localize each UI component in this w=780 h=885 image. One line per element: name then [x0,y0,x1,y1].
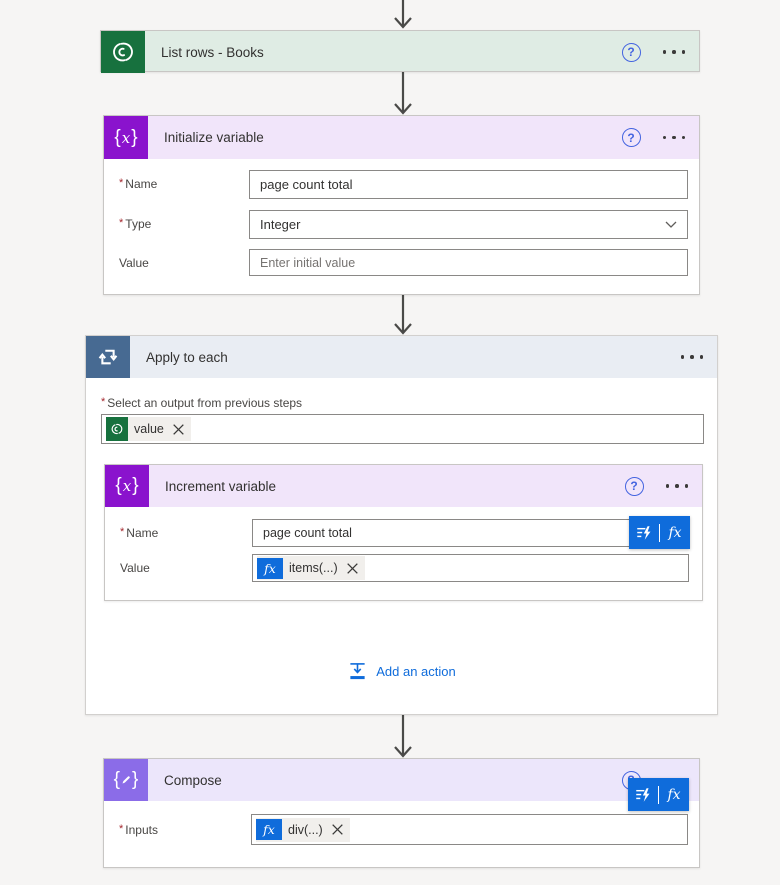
increment-variable-header[interactable]: {x} Increment variable ? [105,465,702,507]
select-output-input[interactable]: value [101,414,704,444]
scope-card-apply-to-each: Apply to each *Select an output from pre… [85,335,718,715]
variable-icon: {x} [105,465,149,507]
expression-token[interactable]: fx div(...) [256,817,350,842]
token-label: value [134,422,164,436]
insert-action-icon [350,663,365,680]
add-an-action-button[interactable]: Add an action [86,662,717,681]
type-field-label: *Type [119,217,152,231]
add-action-label: Add an action [376,664,456,679]
action-card-list-rows[interactable]: List rows - Books ? [100,30,700,73]
expression-button[interactable]: fx [659,778,689,811]
chevron-down-icon [665,221,677,228]
more-menu-icon[interactable] [679,351,706,363]
fx-icon: fx [256,819,282,840]
dynamic-content-button[interactable] [628,778,658,811]
fx-icon: fx [257,557,283,579]
token-label: items(...) [289,561,338,575]
select-output-label: *Select an output from previous steps [101,396,303,410]
connector-arrow [394,295,412,335]
compose-inputs-input[interactable]: fx div(...) [251,814,688,845]
help-icon[interactable]: ? [624,476,644,496]
variable-name-input[interactable] [249,170,688,199]
input-toolbar: fx [629,516,690,549]
inputs-field-label: *Inputs [119,823,158,837]
action-card-compose: { } Compose ? fx *Inputs [103,758,700,868]
card-title: Initialize variable [164,130,264,145]
expression-token[interactable]: fx items(...) [257,556,365,580]
variable-value-input[interactable] [249,249,688,276]
card-title: List rows - Books [161,44,264,60]
list-rows-header[interactable]: List rows - Books ? [101,31,699,73]
dynamic-content-button[interactable] [629,516,659,549]
card-title: Apply to each [146,349,228,365]
variable-type-select[interactable]: Integer [249,210,688,239]
apply-to-each-header[interactable]: Apply to each [86,336,717,378]
connector-arrow [394,72,412,115]
more-menu-icon[interactable] [661,46,688,58]
name-field-label: *Name [119,177,158,191]
more-menu-icon[interactable] [661,132,688,144]
dataverse-icon [106,417,128,441]
fx-icon: fx [667,786,681,803]
fx-icon: fx [668,524,682,541]
connector-arrow [394,0,412,29]
name-field-label: *Name [120,526,159,540]
value-token[interactable]: value [106,417,191,441]
help-icon[interactable]: ? [621,42,641,62]
compose-icon: { } [104,759,148,801]
input-toolbar: fx [628,778,689,811]
initialize-variable-header[interactable]: {x} Initialize variable ? [104,116,699,159]
value-field-label: Value [119,256,149,270]
remove-token-icon[interactable] [344,561,361,576]
dataverse-icon [101,31,145,73]
remove-token-icon[interactable] [329,822,346,837]
token-label: div(...) [288,822,323,837]
remove-token-icon[interactable] [170,422,187,437]
action-card-increment-variable: {x} Increment variable ? *Name [104,464,703,601]
action-card-initialize-variable: {x} Initialize variable ? *Name *Type In… [103,115,700,295]
increment-value-input[interactable]: fx items(...) [252,554,689,582]
compose-header[interactable]: { } Compose ? [104,759,699,801]
help-icon[interactable]: ? [621,128,641,147]
more-menu-icon[interactable] [664,480,691,492]
increment-name-input[interactable] [252,519,689,547]
connector-arrow [394,715,412,758]
variable-icon: {x} [104,116,148,159]
loop-icon [86,336,130,378]
card-title: Increment variable [165,478,277,494]
expression-button[interactable]: fx [660,516,690,549]
card-title: Compose [164,772,222,788]
value-field-label: Value [120,561,150,575]
